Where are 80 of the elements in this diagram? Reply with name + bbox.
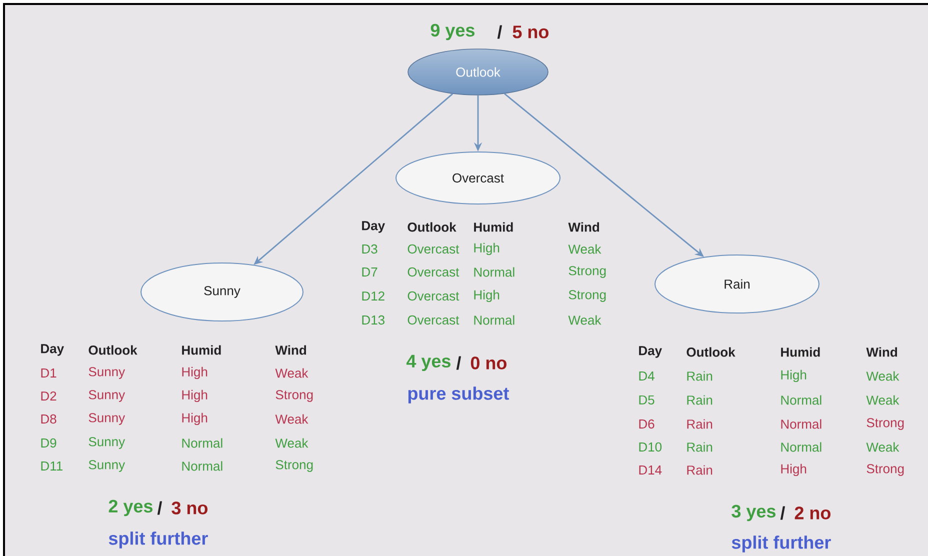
table-cell: D5 [639, 395, 654, 405]
table-cell: Weak [275, 414, 308, 424]
table-cell: D12 [362, 291, 384, 301]
column-header: Outlook [686, 347, 736, 357]
table-cell: Sunny [88, 437, 126, 449]
count-text: 0 no [470, 356, 506, 370]
table-cell: D11 [41, 462, 62, 470]
count-text: 4 yes [406, 354, 450, 372]
table-cell: Strong [276, 390, 313, 402]
table-cell: Normal [474, 315, 514, 325]
count-text: 2 no [794, 506, 830, 520]
table-cell: Weak [275, 368, 308, 378]
table-cell: D2 [41, 391, 56, 401]
table-cell: Weak [275, 438, 308, 448]
table-cell: Rain [687, 395, 712, 405]
column-header: Humid [182, 345, 221, 355]
table-cell: High [182, 412, 208, 426]
table-cell: Weak [866, 442, 900, 452]
slash: / [456, 356, 462, 370]
table-cell: Rain [687, 465, 712, 475]
table-cell: Strong [276, 460, 313, 472]
table-cell: Overcast [408, 291, 460, 301]
count-text: 2 yes [108, 500, 152, 516]
table-cell: Rain [687, 442, 712, 452]
slash: / [780, 506, 786, 520]
table-cell: D6 [639, 419, 654, 429]
note-text: pure subset [408, 386, 509, 404]
table-cell: D3 [362, 244, 378, 254]
table-cell: D9 [41, 438, 56, 448]
table-cell: Weak [866, 395, 900, 405]
table-cell: Weak [866, 371, 900, 381]
table-cell: Normal [474, 267, 514, 277]
table-cell: High [182, 366, 208, 380]
column-header: Humid [781, 347, 820, 357]
table-cell: Sunny [88, 390, 126, 402]
table-cell: High [474, 242, 500, 256]
column-header: Day [362, 221, 385, 233]
table-cell: Weak [568, 244, 602, 254]
column-header: Day [639, 346, 662, 358]
table-cell: High [781, 370, 806, 382]
table-cell: Normal [781, 419, 822, 429]
table-cell: Overcast [408, 244, 460, 254]
count-text: 3 yes [732, 504, 776, 522]
table-cell: Sunny [88, 460, 126, 472]
table-cell: Overcast [408, 315, 460, 325]
note-text: split further [108, 532, 208, 548]
table-cell: Strong [866, 418, 904, 430]
column-header: Outlook [408, 222, 456, 232]
table-cell: D14 [639, 466, 662, 474]
table-cell: Rain [687, 371, 712, 381]
column-header: Humid [474, 222, 513, 232]
table-cell: Strong [568, 290, 606, 302]
table-cell: Overcast [408, 267, 460, 277]
slash: / [157, 501, 162, 515]
table-cell: Normal [182, 461, 222, 471]
table-cell: D10 [639, 442, 662, 452]
table-cell: D7 [362, 268, 378, 276]
column-header: Wind [275, 345, 306, 355]
table-cell: D4 [639, 372, 654, 380]
table-cell: Sunny [88, 413, 126, 425]
table-cell: High [474, 290, 500, 302]
table-cell: Normal [781, 442, 822, 452]
count-text: 3 no [172, 502, 208, 514]
table-cell: D8 [41, 414, 56, 424]
table-cell: Sunny [88, 367, 126, 379]
column-header: Day [41, 344, 64, 356]
table-cell: D13 [362, 315, 384, 325]
table-cell: Normal [781, 395, 822, 405]
note-text: split further [732, 536, 831, 552]
column-header: Wind [568, 222, 600, 232]
table-cell: Rain [687, 419, 712, 429]
column-header: Outlook [88, 345, 138, 355]
column-header: Wind [866, 347, 898, 357]
table-cell: D1 [41, 368, 56, 378]
table-cell: Weak [568, 315, 602, 325]
table-cell: High [781, 464, 806, 476]
table-cell: Normal [182, 438, 222, 448]
table-cell: High [182, 390, 208, 402]
table-cell: Strong [568, 266, 606, 278]
table-cell: Strong [866, 464, 904, 476]
